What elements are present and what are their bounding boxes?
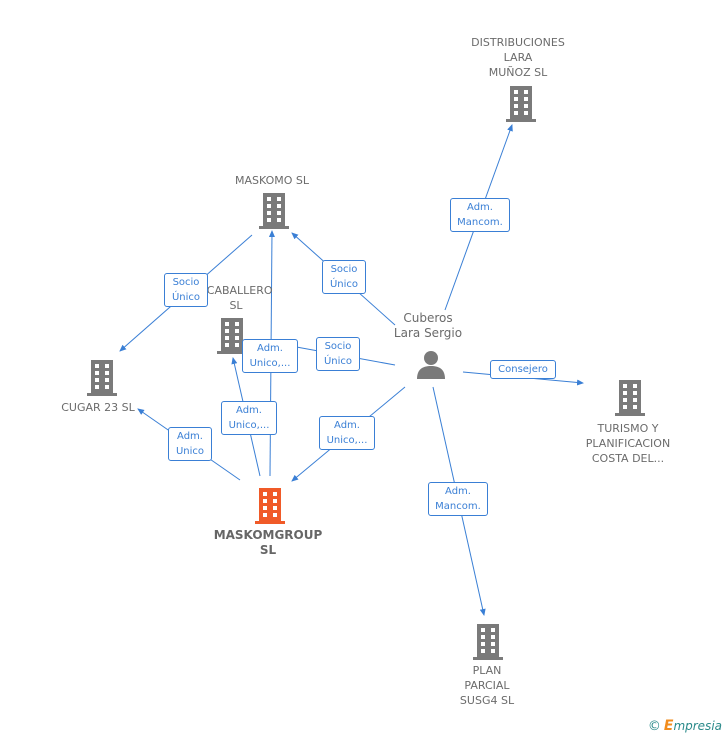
empresia-watermark: ©Empresia [648,718,722,734]
building-icon[interactable] [259,193,289,229]
edge-label-text: Consejero [498,364,548,375]
edge-label-text: Adm. [177,431,203,442]
edge-label-socio-unico: Socio Único [322,260,366,294]
edge-label-text: Unico,... [228,420,270,431]
node-maskomo[interactable]: MASKOMO SL [212,173,332,188]
edge-label-adm-unico: Adm. Unico,... [221,401,277,435]
node-label: PLAN [472,664,502,677]
building-icon-focus[interactable] [255,488,285,524]
brand-initial: E [663,718,674,734]
node-label: DISTRIBUCIONES [471,36,565,49]
edge-label-text: Adm. [236,405,262,416]
person-icon[interactable] [416,350,446,380]
edge-label-text: Adm. [257,343,283,354]
edge-label-socio-unico: Socio Único [164,273,208,307]
edge-label-text: Unico,... [326,435,368,446]
edge-label-adm-unico: Adm. Unico [168,427,212,461]
edge-label-consejero: Consejero [490,360,556,379]
node-label: TURISMO Y [597,422,659,435]
edge-label-socio-unico: Socio Único [316,337,360,371]
node-label: MASKOMGROUP [213,528,323,542]
node-caballero[interactable]: ACABALLERO SL [196,283,276,313]
node-label: COSTA DEL... [591,452,665,465]
edge-label-text: Mancom. [457,217,503,228]
edge-label-adm-mancom: Adm. Mancom. [450,198,510,232]
node-label: SL [259,543,277,557]
edge-label-text: Socio [324,341,352,352]
node-plan[interactable]: PLAN PARCIAL SUSG4 SL [437,663,537,708]
edge-label-text: Adm. [467,202,493,213]
node-distribuciones[interactable]: DISTRIBUCIONES LARA MUÑOZ SL [458,35,578,80]
node-label: MASKOMO SL [234,174,310,187]
node-label: ACABALLERO [199,284,273,297]
building-icon[interactable] [506,86,536,122]
building-icon[interactable] [217,318,247,354]
edge-label-text: Unico [175,446,205,457]
node-label: SL [229,299,243,312]
edge-label-text: Único [323,356,353,367]
edge-label-text: Unico,... [249,358,291,369]
edge-label-text: Adm. [334,420,360,431]
node-label: PLANIFICACION [585,437,671,450]
node-label: PARCIAL [464,679,510,692]
edge-label-text: Mancom. [435,501,481,512]
brand-name: mpresia [673,719,722,733]
edge-label-adm-unico: Adm. Unico,... [242,339,298,373]
edge-label-text: Único [171,292,201,303]
edge-label-text: Socio [330,264,358,275]
node-label: MUÑOZ SL [488,66,548,79]
building-icon[interactable] [473,624,503,660]
person-name-line: Cuberos [403,311,453,325]
edge-label-adm-unico: Adm. Unico,... [319,416,375,450]
edge-label-text: Adm. [445,486,471,497]
node-turismo[interactable]: TURISMO Y PLANIFICACION COSTA DEL... [572,421,684,466]
edge-label-text: Único [329,279,359,290]
node-label: LARA [503,51,533,64]
building-icon[interactable] [615,380,645,416]
copyright-icon: © [647,719,661,734]
node-label: SUSG4 SL [459,694,515,707]
person-name-line: Lara Sergio [393,326,463,340]
edge-label-text: Socio [172,277,200,288]
node-maskomgroup[interactable]: MASKOMGROUP SL [205,528,331,558]
edge-label-adm-mancom: Adm. Mancom. [428,482,488,516]
node-label: CUGAR 23 SL [61,401,135,414]
node-cugar[interactable]: CUGAR 23 SL [48,400,148,415]
building-icon[interactable] [87,360,117,396]
person-name[interactable]: Cuberos Lara Sergio [378,311,478,341]
